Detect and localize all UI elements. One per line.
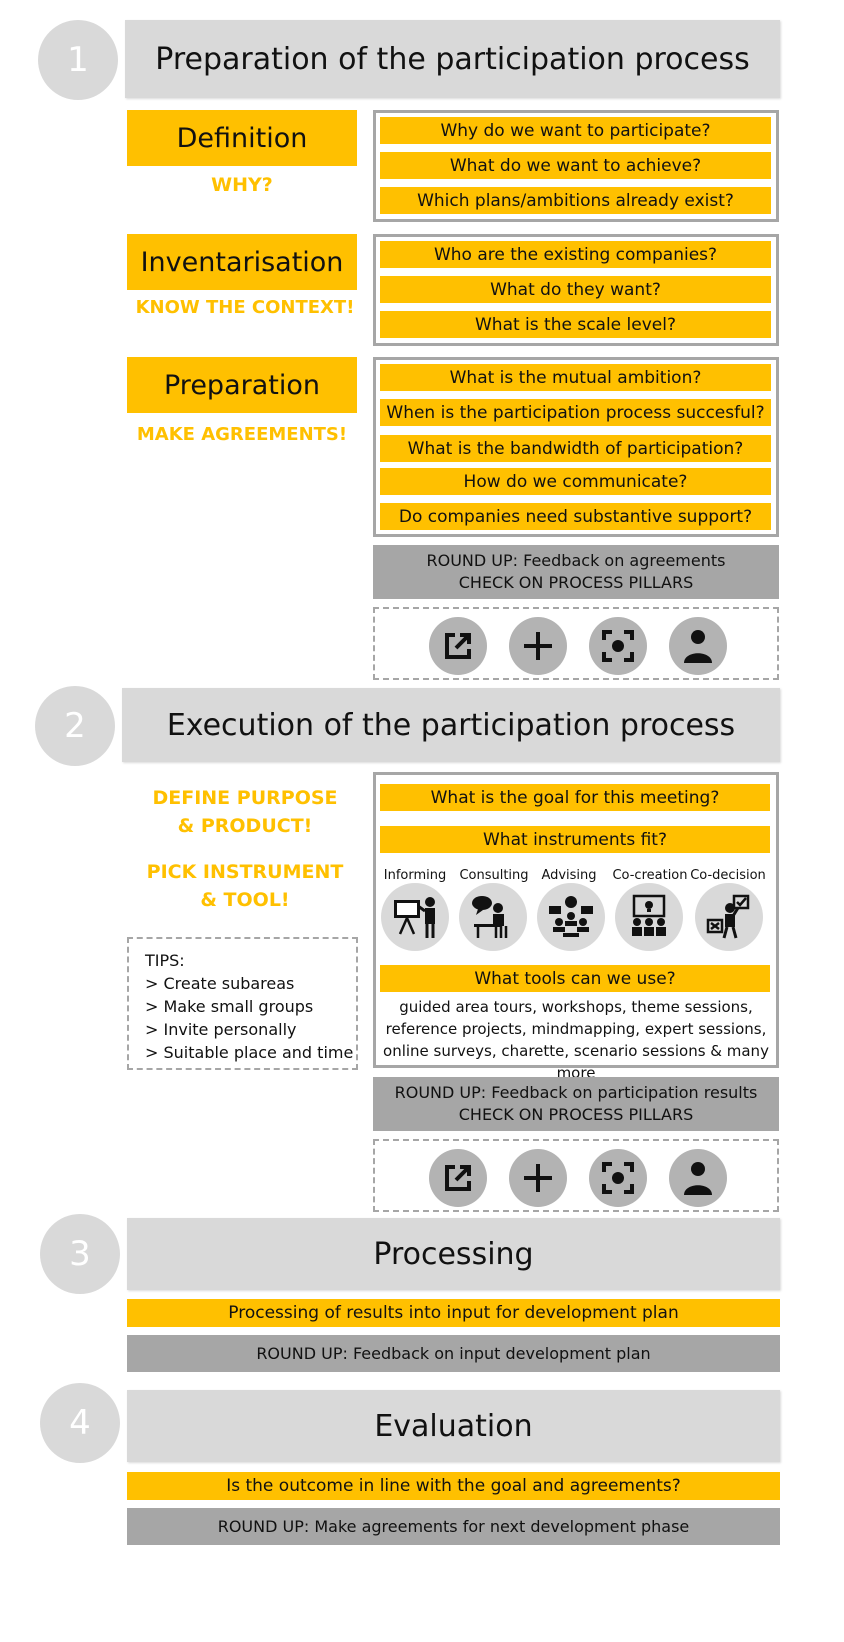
tips-line: > Suitable place and time — [145, 1043, 354, 1062]
phase-1-roundup: ROUND UP: Feedback on agreements CHECK O… — [373, 545, 779, 599]
question-box: How do we communicate? — [380, 468, 771, 495]
level-label-informing: Informing — [383, 868, 447, 883]
advising-icon — [537, 883, 605, 951]
plus-icon — [509, 617, 567, 675]
roundup-line: CHECK ON PROCESS PILLARS — [458, 1105, 694, 1124]
question-box: Which plans/ambitions already exist? — [380, 187, 771, 214]
tips-line: TIPS: — [145, 951, 185, 970]
question-box: Who are the existing companies? — [380, 241, 771, 268]
tools-line: guided area tours, workshops, theme sess… — [399, 998, 753, 1016]
motto-line: DEFINE PURPOSE — [152, 787, 338, 809]
question-box: What do they want? — [380, 276, 771, 303]
step-inventarisation-motto: KNOW THE CONTEXT! — [135, 297, 355, 318]
tools-line: reference projects, mindmapping, expert … — [385, 1020, 767, 1038]
motto-pick-instrument: PICK INSTRUMENT & TOOL! — [130, 858, 360, 914]
question-box: What tools can we use? — [380, 965, 770, 992]
question-box: What instruments fit? — [380, 826, 770, 853]
tips-line: > Invite personally — [145, 1020, 297, 1039]
plus-icon — [509, 1149, 567, 1207]
roundup-line: CHECK ON PROCESS PILLARS — [458, 573, 694, 592]
focus-icon — [589, 617, 647, 675]
co-creation-icon — [615, 883, 683, 951]
step-definition-title: Definition — [127, 110, 357, 166]
tips-box: TIPS: > Create subareas > Make small gro… — [127, 937, 358, 1070]
phase-1-pillars — [373, 607, 779, 680]
phase-2-number: 2 — [35, 686, 115, 766]
roundup-line: ROUND UP: Feedback on participation resu… — [394, 1083, 758, 1102]
phase-3-number: 3 — [40, 1214, 120, 1294]
motto-line: & PRODUCT! — [177, 815, 313, 837]
step-preparation-title: Preparation — [127, 357, 357, 413]
phase-1-number: 1 — [38, 20, 118, 100]
person-icon — [669, 617, 727, 675]
phase-2-pillars — [373, 1139, 779, 1212]
tools-list: guided area tours, workshops, theme sess… — [377, 996, 775, 1084]
phase-2-roundup: ROUND UP: Feedback on participation resu… — [373, 1077, 779, 1131]
person-icon — [669, 1149, 727, 1207]
question-box: What is the goal for this meeting? — [380, 784, 770, 811]
consulting-icon — [459, 883, 527, 951]
question-box: When is the participation process succes… — [380, 399, 771, 426]
phase-3-roundup: ROUND UP: Feedback on input development … — [127, 1335, 780, 1372]
motto-line: & TOOL! — [200, 889, 290, 911]
level-label-consulting: Consulting — [459, 868, 529, 883]
phase-3-title: Processing — [127, 1218, 780, 1290]
phase-1-title: Preparation of the participation process — [125, 20, 780, 98]
phase-4-task: Is the outcome in line with the goal and… — [127, 1472, 780, 1500]
question-box: Why do we want to participate? — [380, 117, 771, 144]
question-box: Do companies need substantive support? — [380, 503, 771, 530]
external-link-icon — [429, 617, 487, 675]
level-label-advising: Advising — [541, 868, 597, 883]
roundup-line: ROUND UP: Feedback on agreements — [426, 551, 726, 570]
level-label-co-decision: Co-decision — [690, 868, 766, 883]
phase-3-task: Processing of results into input for dev… — [127, 1299, 780, 1327]
tips-line: > Create subareas — [145, 974, 295, 993]
question-box: What is the scale level? — [380, 311, 771, 338]
focus-icon — [589, 1149, 647, 1207]
presentation-icon — [381, 883, 449, 951]
motto-define-purpose: DEFINE PURPOSE & PRODUCT! — [130, 784, 360, 840]
step-inventarisation-title: Inventarisation — [127, 234, 357, 290]
step-definition-motto: WHY? — [211, 174, 273, 196]
step-preparation-motto: MAKE AGREEMENTS! — [136, 424, 348, 445]
phase-2-title: Execution of the participation process — [122, 688, 780, 762]
motto-line: PICK INSTRUMENT — [146, 861, 344, 883]
tips-line: > Make small groups — [145, 997, 314, 1016]
phase-4-roundup: ROUND UP: Make agreements for next devel… — [127, 1508, 780, 1545]
question-box: What is the bandwidth of participation? — [380, 435, 771, 462]
question-box: What do we want to achieve? — [380, 152, 771, 179]
phase-4-title: Evaluation — [127, 1390, 780, 1462]
external-link-icon — [429, 1149, 487, 1207]
co-decision-icon — [695, 883, 763, 951]
question-box: What is the mutual ambition? — [380, 364, 771, 391]
level-label-co-creation: Co-creation — [612, 868, 688, 883]
phase-4-number: 4 — [40, 1383, 120, 1463]
